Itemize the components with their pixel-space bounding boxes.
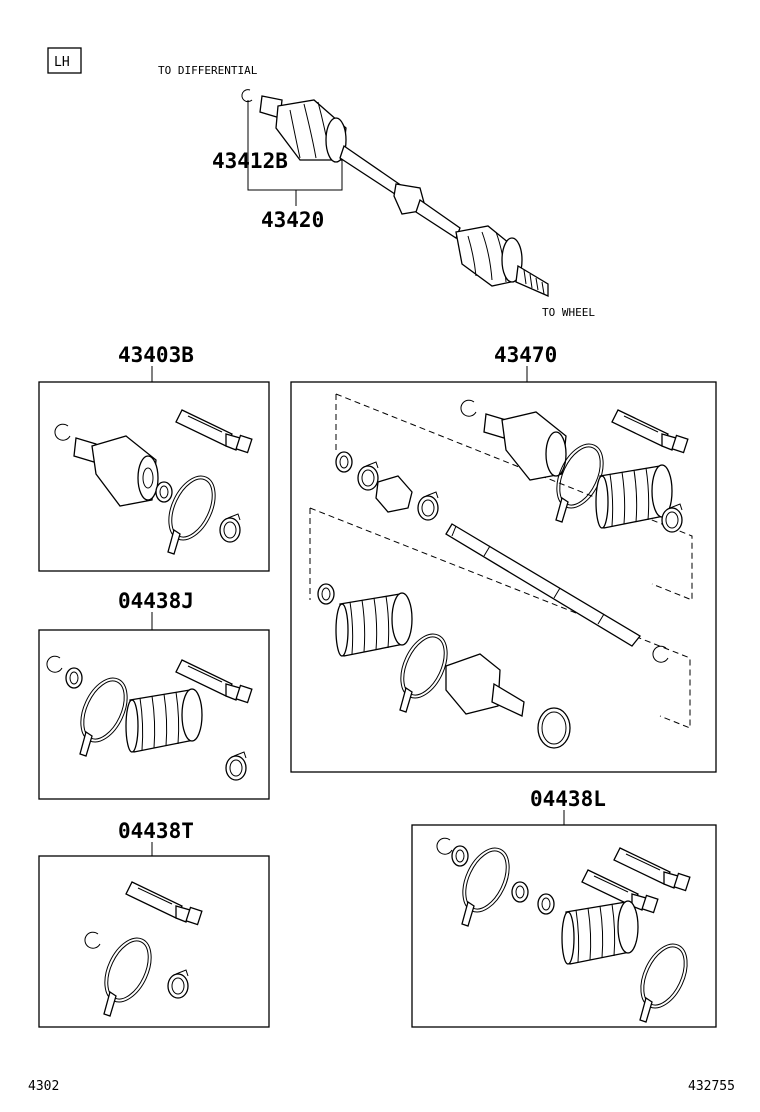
drive-shaft-assembly-drawing (241, 89, 549, 297)
kit-04438j-parts (46, 655, 253, 781)
kit-number-43470: 43470 (494, 343, 557, 367)
kit-43403b-parts (54, 409, 253, 555)
snap-ring-icon (54, 423, 71, 441)
to-differential-label: TO DIFFERENTIAL (158, 64, 258, 77)
kit-number-04438l: 04438L (530, 787, 606, 811)
lh-tag-box (47, 47, 82, 74)
kit-04438t-parts (84, 881, 203, 1017)
kit-number-04438j: 04438J (118, 589, 194, 613)
kit-number-04438t: 04438T (118, 819, 194, 843)
to-wheel-label: TO WHEEL (542, 306, 595, 319)
kit-box-43403b (38, 381, 270, 572)
kit-43470-parts (309, 393, 693, 749)
washer-icon (155, 481, 173, 503)
kit-box-43470 (290, 381, 717, 773)
grease-tube-icon (175, 409, 253, 454)
leader-43412b (247, 100, 343, 191)
kit-box-04438j (38, 629, 270, 800)
lh-tag: LH (54, 55, 70, 70)
snap-ring-top-icon (241, 89, 253, 103)
footer-figure-id: 432755 (688, 1079, 735, 1094)
boot-clamp-icon (158, 468, 226, 555)
footer-page-number: 4302 (28, 1079, 59, 1094)
kit-box-04438l (411, 824, 717, 1028)
kit-number-43403b: 43403B (118, 343, 194, 367)
kit-box-04438t (38, 855, 270, 1028)
part-number-43412b: 43412B (212, 149, 288, 173)
part-number-43420: 43420 (261, 208, 324, 232)
kit-04438l-parts (436, 837, 698, 1023)
small-clamp-icon (219, 513, 241, 543)
